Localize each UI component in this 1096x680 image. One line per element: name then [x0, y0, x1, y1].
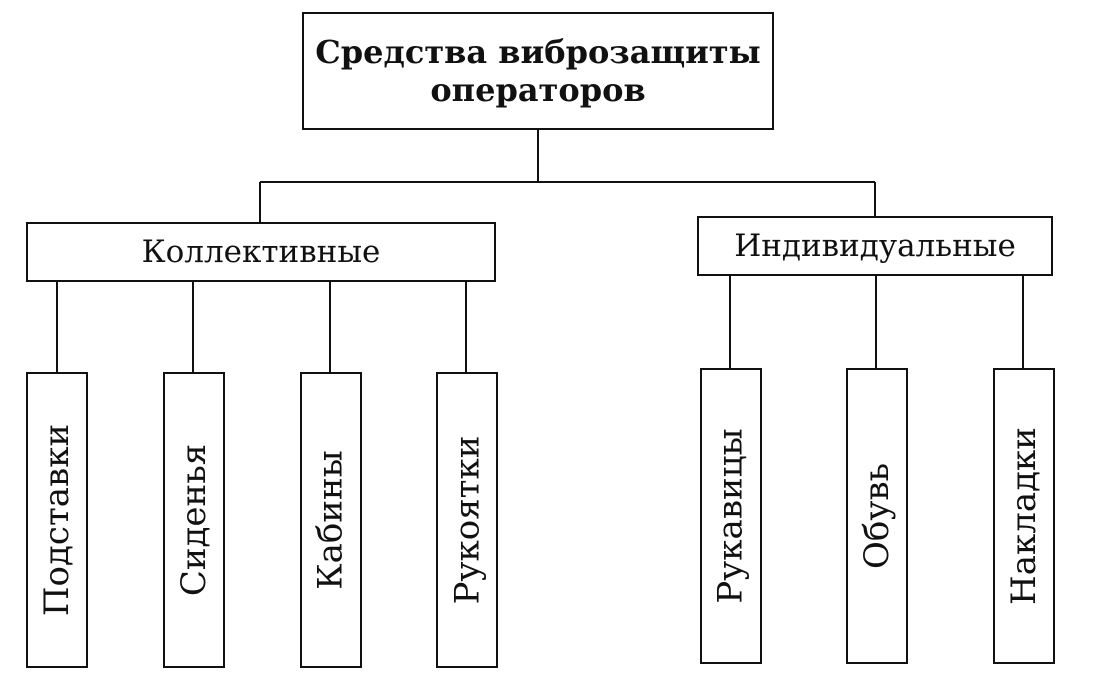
individual-label: Индивидуальные	[734, 228, 1016, 264]
leaf-box-podstavki: Подставки	[26, 372, 88, 668]
leaf-box-sidenya: Сиденья	[163, 372, 225, 668]
leaf-label: Подставки	[37, 423, 78, 617]
leaf-box-rukavitsy: Рукавицы	[700, 368, 762, 664]
collective-label: Коллективные	[141, 234, 381, 270]
leaf-label: Рукавицы	[711, 428, 752, 604]
leaf-box-rukoyatki: Рукоятки	[436, 372, 498, 668]
root-box: Средства виброзащиты операторов	[302, 12, 774, 130]
leaf-label: Кабины	[311, 450, 351, 590]
root-title-line-2: операторов	[430, 71, 646, 109]
root-title-line-1: Средства виброзащиты	[315, 33, 761, 71]
leaf-box-kabiny: Кабины	[300, 372, 362, 668]
leaf-box-nakladki: Накладки	[993, 368, 1055, 664]
leaf-label: Накладки	[1004, 427, 1045, 605]
collective-box: Коллективные	[26, 222, 496, 282]
leaf-label: Сиденья	[174, 443, 215, 597]
leaf-box-obuv: Обувь	[846, 368, 908, 664]
individual-box: Индивидуальные	[697, 216, 1053, 276]
leaf-label: Рукоятки	[447, 435, 487, 605]
leaf-label: Обувь	[857, 462, 898, 570]
